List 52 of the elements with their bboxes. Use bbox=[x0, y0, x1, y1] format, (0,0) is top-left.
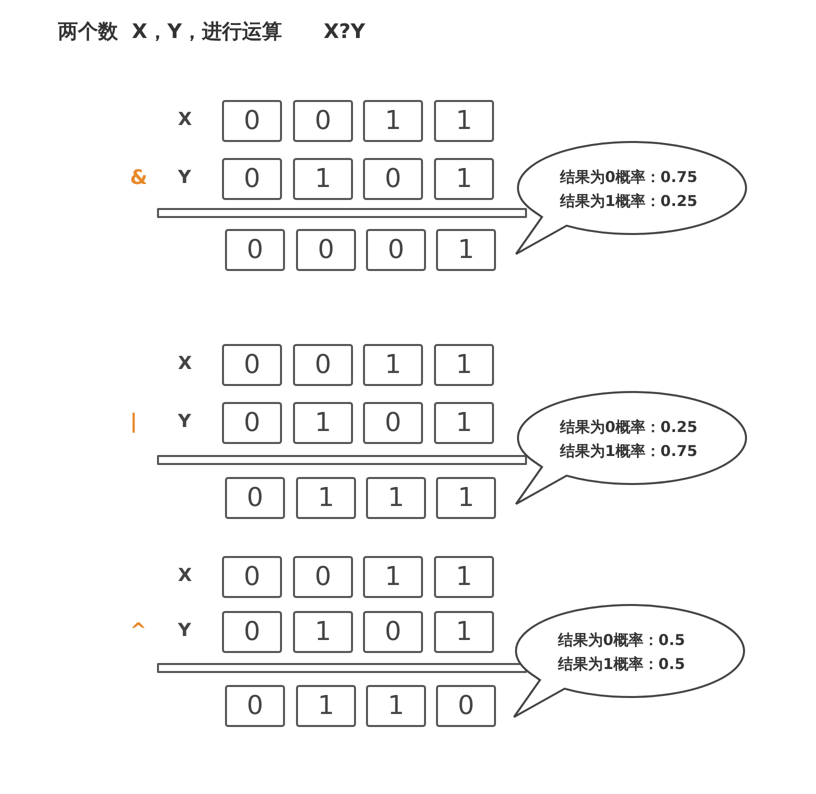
bubble-text: 结果为1概率：0.5 bbox=[558, 655, 686, 674]
digit-box: 1 bbox=[434, 556, 494, 598]
digit-box: 0 bbox=[222, 344, 282, 386]
row-label: Y bbox=[178, 620, 192, 641]
row-label: Y bbox=[178, 411, 192, 432]
digit-box: 1 bbox=[436, 477, 496, 519]
digit-box: 0 bbox=[225, 685, 285, 727]
digit-box: 0 bbox=[222, 611, 282, 653]
digit-box: 0 bbox=[222, 556, 282, 598]
digit-box: 0 bbox=[222, 158, 282, 200]
digit-box: 0 bbox=[366, 229, 426, 271]
digit-box: 0 bbox=[436, 685, 496, 727]
digit-box: 1 bbox=[366, 477, 426, 519]
row-label: Y bbox=[178, 167, 192, 188]
digit-box: 1 bbox=[434, 402, 494, 444]
digit-box: 0 bbox=[296, 229, 356, 271]
operator-symbol: ^ bbox=[130, 618, 147, 642]
digit-box: 0 bbox=[293, 344, 353, 386]
digit-box: 0 bbox=[363, 158, 423, 200]
operator-symbol: | bbox=[130, 409, 138, 433]
digit-box: 1 bbox=[434, 100, 494, 142]
digit-box: 1 bbox=[293, 402, 353, 444]
digit-box: 0 bbox=[293, 100, 353, 142]
digit-box: 0 bbox=[225, 229, 285, 271]
digit-box: 1 bbox=[293, 158, 353, 200]
row-label: X bbox=[178, 109, 192, 130]
title: 两个数 X，Y，进行运算 X?Y bbox=[58, 18, 366, 45]
digit-box: 1 bbox=[363, 344, 423, 386]
digit-box: 1 bbox=[293, 611, 353, 653]
digit-box: 0 bbox=[293, 556, 353, 598]
digit-box: 1 bbox=[363, 556, 423, 598]
bubble-text: 结果为1概率：0.25 bbox=[560, 192, 698, 211]
bubble-text: 结果为0概率：0.75 bbox=[560, 168, 698, 187]
digit-box: 1 bbox=[296, 477, 356, 519]
digit-box: 1 bbox=[434, 611, 494, 653]
digit-box: 1 bbox=[436, 229, 496, 271]
digit-box: 1 bbox=[434, 344, 494, 386]
digit-box: 0 bbox=[222, 402, 282, 444]
bubble-text: 结果为1概率：0.75 bbox=[560, 442, 698, 461]
bubble-text: 结果为0概率：0.5 bbox=[558, 631, 686, 650]
digit-box: 1 bbox=[363, 100, 423, 142]
digit-box: 0 bbox=[363, 611, 423, 653]
digit-box: 1 bbox=[296, 685, 356, 727]
digit-box: 0 bbox=[222, 100, 282, 142]
bubble-text: 结果为0概率：0.25 bbox=[560, 418, 698, 437]
row-label: X bbox=[178, 565, 192, 586]
digit-box: 0 bbox=[363, 402, 423, 444]
digit-box: 1 bbox=[434, 158, 494, 200]
row-label: X bbox=[178, 353, 192, 374]
digit-box: 1 bbox=[366, 685, 426, 727]
operator-symbol: & bbox=[130, 165, 148, 189]
digit-box: 0 bbox=[225, 477, 285, 519]
